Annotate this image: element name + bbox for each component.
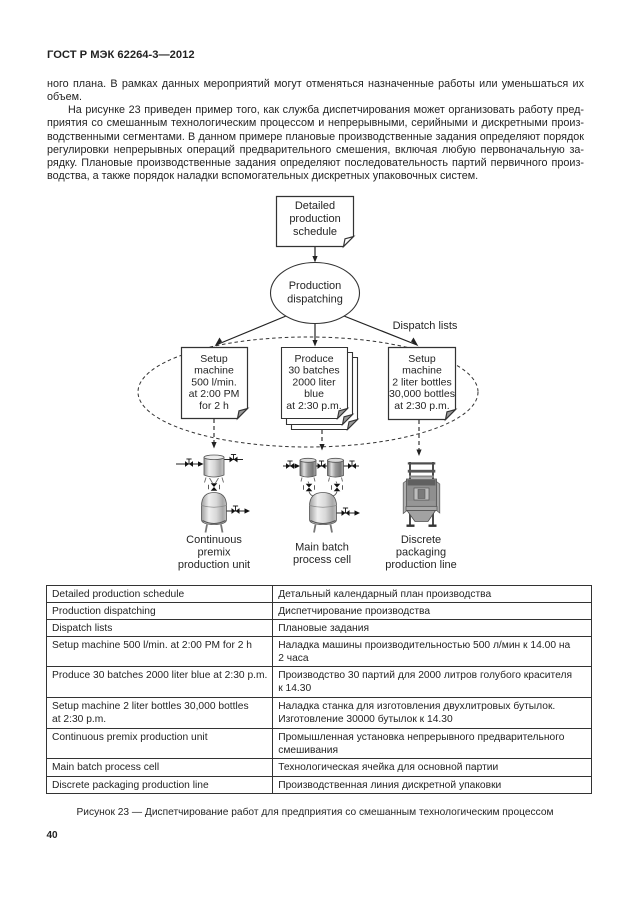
svg-text:Dispatch lists: Dispatch lists <box>393 320 458 332</box>
